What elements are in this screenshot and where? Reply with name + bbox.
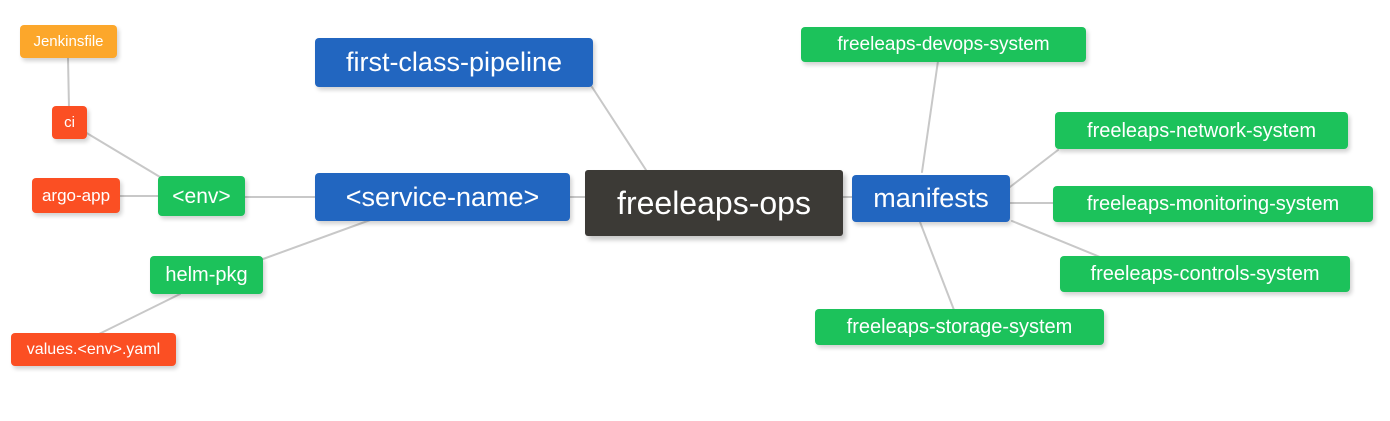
edge-manifests-to-devops-system — [921, 60, 939, 173]
node-manifests[interactable]: manifests — [852, 175, 1010, 222]
node-env-label: <env> — [172, 184, 231, 208]
node-monitoring-system[interactable]: freeleaps-monitoring-system — [1053, 186, 1373, 222]
node-env[interactable]: <env> — [158, 176, 245, 216]
node-values-yaml-label: values.<env>.yaml — [26, 340, 161, 358]
node-values-yaml[interactable]: values.<env>.yaml — [11, 333, 176, 366]
edge-manifests-to-network-system — [1009, 149, 1059, 188]
node-service-name[interactable]: <service-name> — [315, 173, 570, 221]
node-first-class-pipeline[interactable]: first-class-pipeline — [315, 38, 593, 87]
node-network-system-label: freeleaps-network-system — [1087, 119, 1316, 142]
node-jenkinsfile-label: Jenkinsfile — [33, 33, 104, 50]
node-root-freeleaps-ops[interactable]: freeleaps-ops — [585, 170, 843, 236]
node-storage-system[interactable]: freeleaps-storage-system — [815, 309, 1104, 345]
node-root-label: freeleaps-ops — [617, 185, 811, 221]
node-network-system[interactable]: freeleaps-network-system — [1055, 112, 1348, 149]
node-argo-app-label: argo-app — [41, 186, 111, 205]
node-ci-label: ci — [64, 114, 75, 131]
node-service-name-label: <service-name> — [345, 181, 540, 212]
node-helm-pkg-label: helm-pkg — [165, 264, 248, 286]
edge-helm-pkg-to-values-yaml — [96, 293, 181, 336]
node-devops-system-label: freeleaps-devops-system — [837, 34, 1050, 55]
node-monitoring-system-label: freeleaps-monitoring-system — [1086, 193, 1340, 215]
edge-service-name-to-helm-pkg — [262, 218, 374, 260]
edge-manifests-to-controls-system — [1011, 220, 1101, 258]
node-manifests-label: manifests — [873, 183, 989, 213]
node-helm-pkg[interactable]: helm-pkg — [150, 256, 263, 294]
node-first-class-pipeline-label: first-class-pipeline — [345, 47, 563, 77]
node-argo-app[interactable]: argo-app — [32, 178, 120, 213]
node-ci[interactable]: ci — [52, 106, 87, 139]
node-storage-system-label: freeleaps-storage-system — [846, 316, 1073, 338]
node-jenkinsfile[interactable]: Jenkinsfile — [20, 25, 117, 58]
edge-root-to-first-class-pipeline — [591, 86, 647, 171]
edge-ci-to-jenkinsfile — [67, 57, 70, 109]
node-devops-system[interactable]: freeleaps-devops-system — [801, 27, 1086, 62]
edge-manifests-to-storage-system — [919, 221, 955, 311]
node-controls-system-label: freeleaps-controls-system — [1090, 263, 1320, 285]
node-controls-system[interactable]: freeleaps-controls-system — [1060, 256, 1350, 292]
edge-env-to-ci — [84, 131, 166, 181]
